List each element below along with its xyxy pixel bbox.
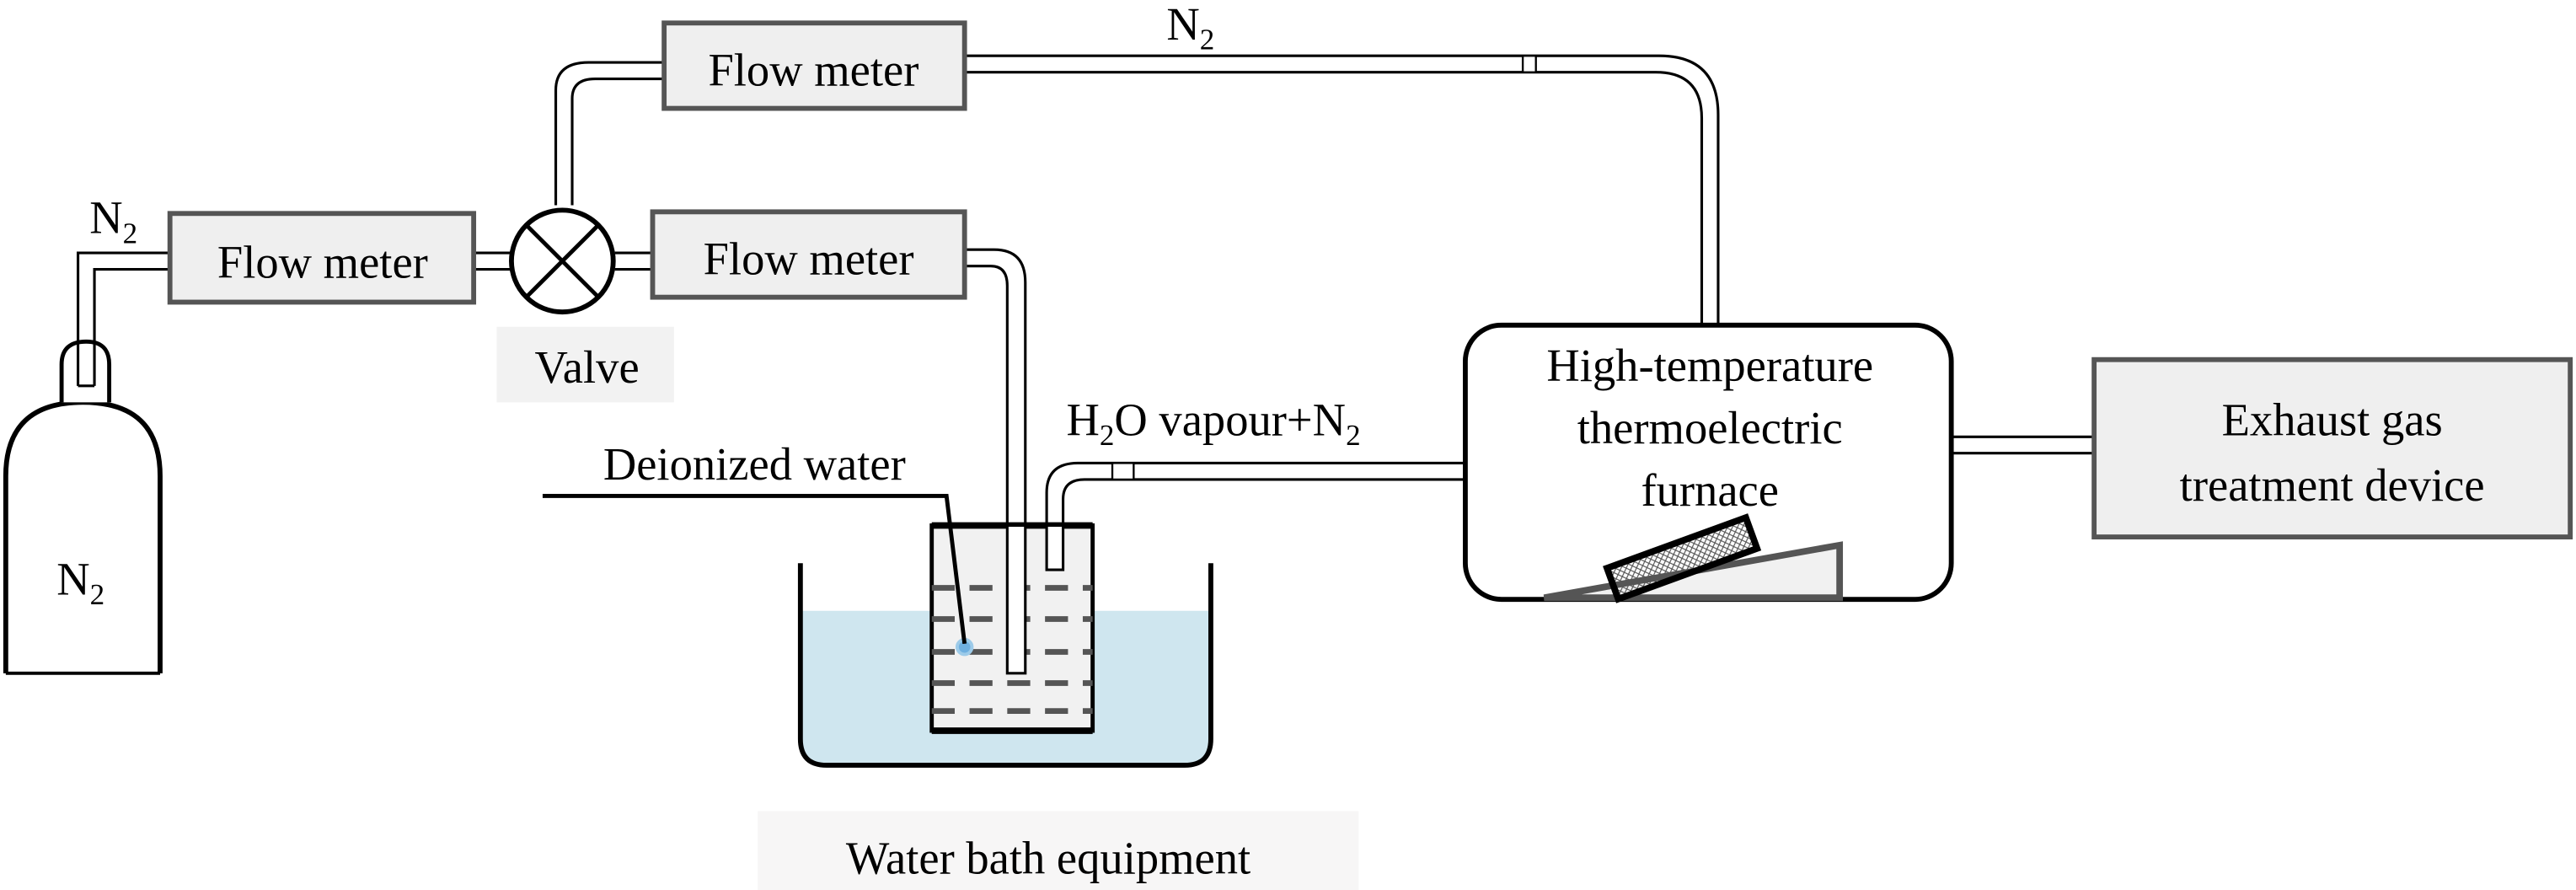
flow-meter-main: Flow meter [167, 211, 477, 305]
valve: Valve [496, 207, 674, 403]
flow-meter-lower: Flow meter [650, 209, 967, 300]
furnace-label-line1: High-temperature [1546, 340, 1873, 391]
svg-text:N2: N2 [56, 553, 104, 611]
inlet-n2-label: N [89, 192, 122, 244]
flow-meter-main-label: Flow meter [217, 236, 428, 287]
flow-meter-top-label: Flow meter [708, 44, 918, 95]
sample-boat [1603, 513, 1762, 603]
exhaust-label-line1: Exhaust gas [2222, 394, 2443, 445]
inlet-n2-sub: 2 [123, 217, 138, 249]
flow-meter-top: Flow meter [661, 20, 967, 111]
furnace: High-temperature thermoelectric furnace [1462, 322, 1954, 603]
cylinder-label-sub: 2 [90, 578, 105, 611]
top-n2-sub: 2 [1200, 23, 1215, 56]
exhaust-treatment-device: Exhaust gas treatment device [2091, 357, 2573, 540]
flow-meter-lower-label: Flow meter [704, 233, 914, 284]
water-bath [797, 522, 1213, 768]
pipes [77, 54, 2095, 675]
svg-text:N2: N2 [1166, 0, 1214, 56]
vapour-label: H2O vapour+N2 [1066, 394, 1360, 452]
top-n2-label: N [1166, 0, 1199, 50]
water-bath-label: Water bath equipment [846, 833, 1251, 884]
svg-text:N2: N2 [89, 192, 137, 250]
cylinder-label: N [56, 553, 89, 604]
furnace-label-line2: thermoelectric [1577, 402, 1843, 453]
valve-label: Valve [534, 341, 639, 393]
deionized-water-label: Deionized water [603, 438, 906, 490]
exhaust-label-line2: treatment device [2180, 459, 2485, 511]
n2-cylinder: N2 [3, 339, 163, 675]
furnace-label-line3: furnace [1641, 464, 1779, 516]
deionized-water-callout: Deionized water [542, 438, 967, 645]
